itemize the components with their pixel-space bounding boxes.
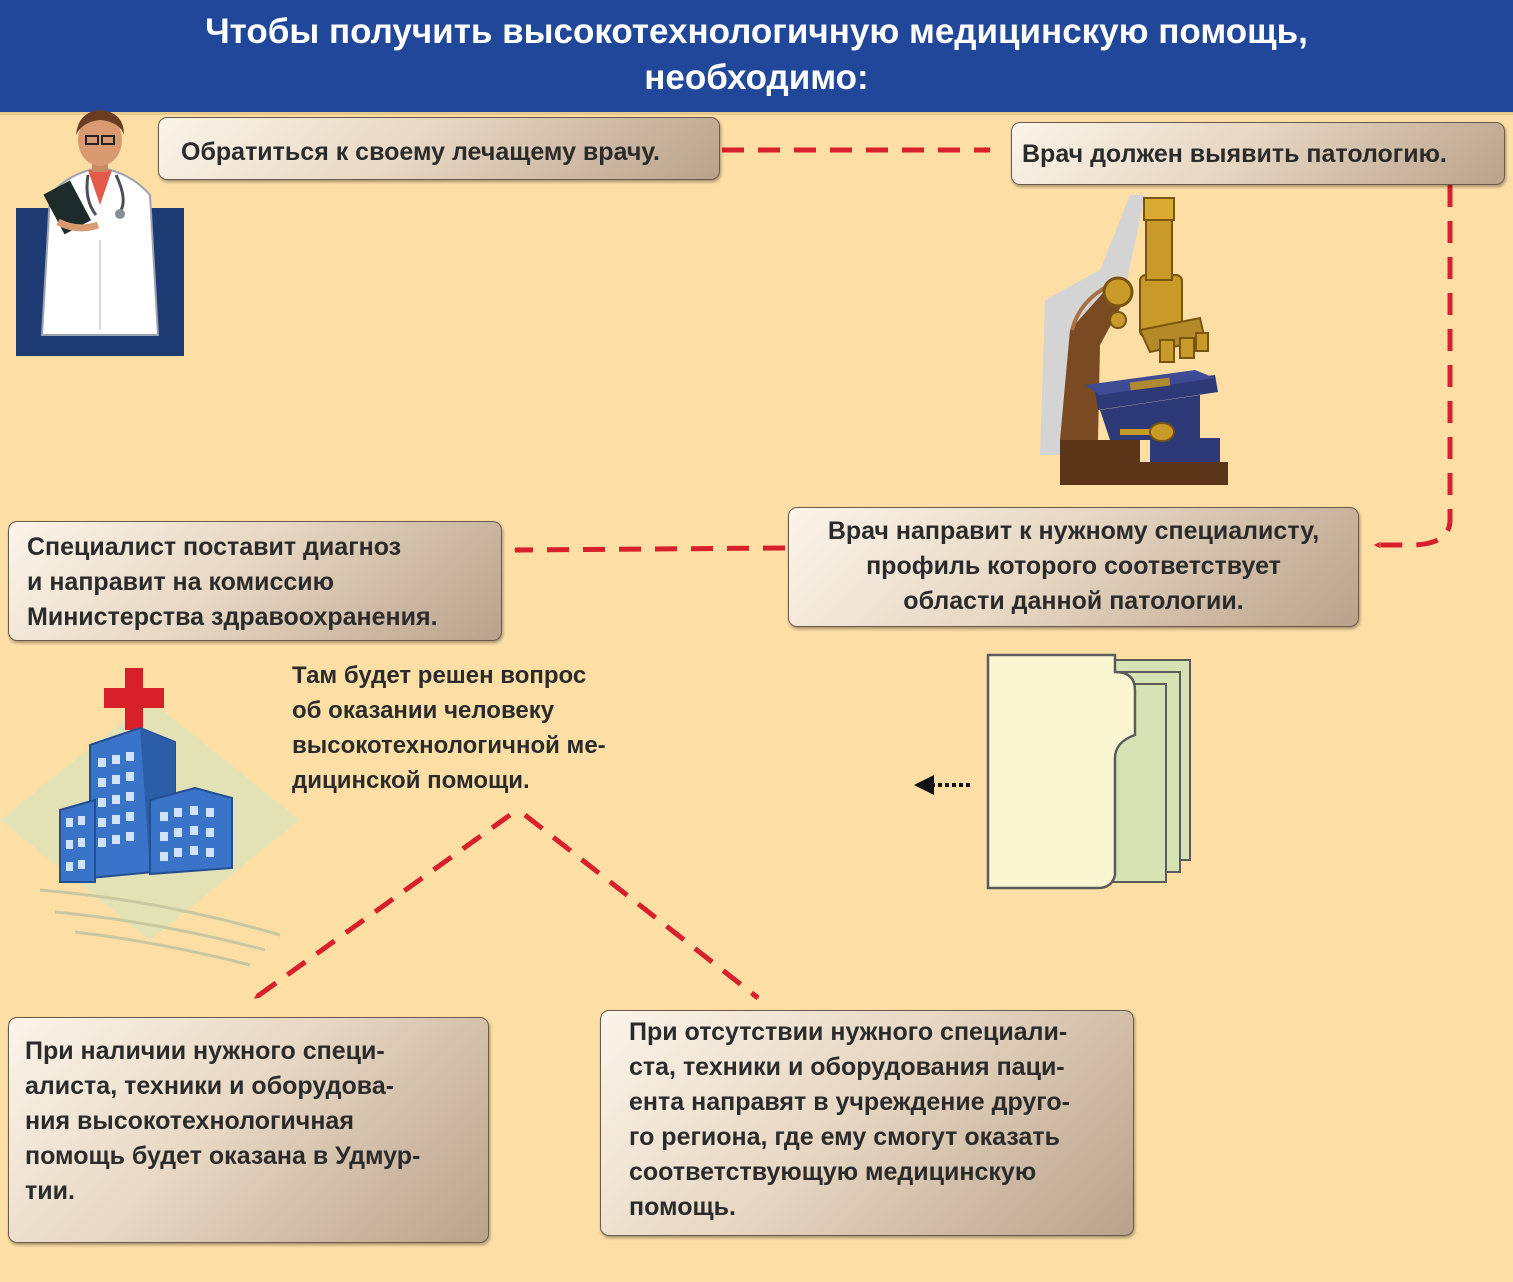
arrow-detect-to-refer xyxy=(1373,185,1453,548)
step-consult-text: Обратиться к своему лечащему врачу. xyxy=(181,138,661,166)
outcome-local-line: тии. xyxy=(25,1177,75,1205)
outcome-other-region: При отсутствии нужного специали- ста, те… xyxy=(600,1010,1134,1236)
step-refer-line: области данной патологии. xyxy=(903,587,1244,615)
arrow-refer-to-diagnose xyxy=(513,545,786,553)
outcome-local-line: ния высокотехнологичная xyxy=(25,1107,354,1135)
outcome-other-line: ента направят в учреждение друго- xyxy=(629,1088,1070,1116)
step-refer-specialist: Врач направит к нужному специалисту, про… xyxy=(788,507,1359,627)
documents-icon xyxy=(986,653,1191,890)
outcome-local: При наличии нужного специ- алиста, техни… xyxy=(8,1017,489,1243)
outcome-other-line: го региона, где ему смогут оказать xyxy=(629,1123,1060,1151)
outcome-other-line: соответствующую медицинскую xyxy=(629,1158,1037,1186)
doctor-icon xyxy=(16,110,184,356)
outcome-other-line: При отсутствии нужного специали- xyxy=(629,1018,1068,1046)
step-detect-text: Врач должен выявить патологию. xyxy=(1022,140,1447,168)
step-diagnose-line: Специалист поставит диагноз xyxy=(27,533,402,561)
step-refer-line: Врач направит к нужному специалисту, xyxy=(827,517,1320,545)
title-banner: Чтобы получить высокотехнологичную медиц… xyxy=(0,0,1513,115)
decision-line: дицинской помощи. xyxy=(292,767,530,794)
step-diagnose-line: Министерства здравоохранения. xyxy=(27,603,438,631)
hospital-icon xyxy=(0,668,300,967)
decision-line: Там будет решен вопрос xyxy=(292,662,587,689)
decision-line: об оказании человеку xyxy=(292,697,555,724)
outcome-local-line: алиста, техники и оборудова- xyxy=(25,1072,395,1100)
step-consult-doctor: Обратиться к своему лечащему врачу. xyxy=(158,117,720,180)
flow-arrows xyxy=(253,147,1453,1001)
arrow-decision-to-local xyxy=(253,812,512,1001)
outcome-local-line: При наличии нужного специ- xyxy=(25,1037,385,1065)
step-detect-pathology: Врач должен выявить патологию. xyxy=(1011,122,1505,185)
outcome-other-line: помощь. xyxy=(629,1193,736,1221)
title-line-1: Чтобы получить высокотехнологичную медиц… xyxy=(205,12,1308,51)
title-line-2: необходимо: xyxy=(644,58,869,97)
decision-note: Там будет решен вопрос об оказании челов… xyxy=(292,658,606,798)
step-refer-line: профиль которого соответствует xyxy=(866,552,1281,580)
decision-line: высокотехнологичной ме- xyxy=(292,732,606,759)
outcome-local-line: помощь будет оказана в Удмур- xyxy=(25,1142,421,1170)
outcome-other-line: ста, техники и оборудования паци- xyxy=(629,1053,1065,1081)
documents-arrow xyxy=(914,775,970,795)
step-diagnose-line: и направит на комиссию xyxy=(27,568,334,596)
step-diagnose: Специалист поставит диагноз и направит н… xyxy=(8,521,502,641)
microscope-icon xyxy=(1040,195,1228,485)
arrow-decision-to-other xyxy=(523,813,760,1000)
